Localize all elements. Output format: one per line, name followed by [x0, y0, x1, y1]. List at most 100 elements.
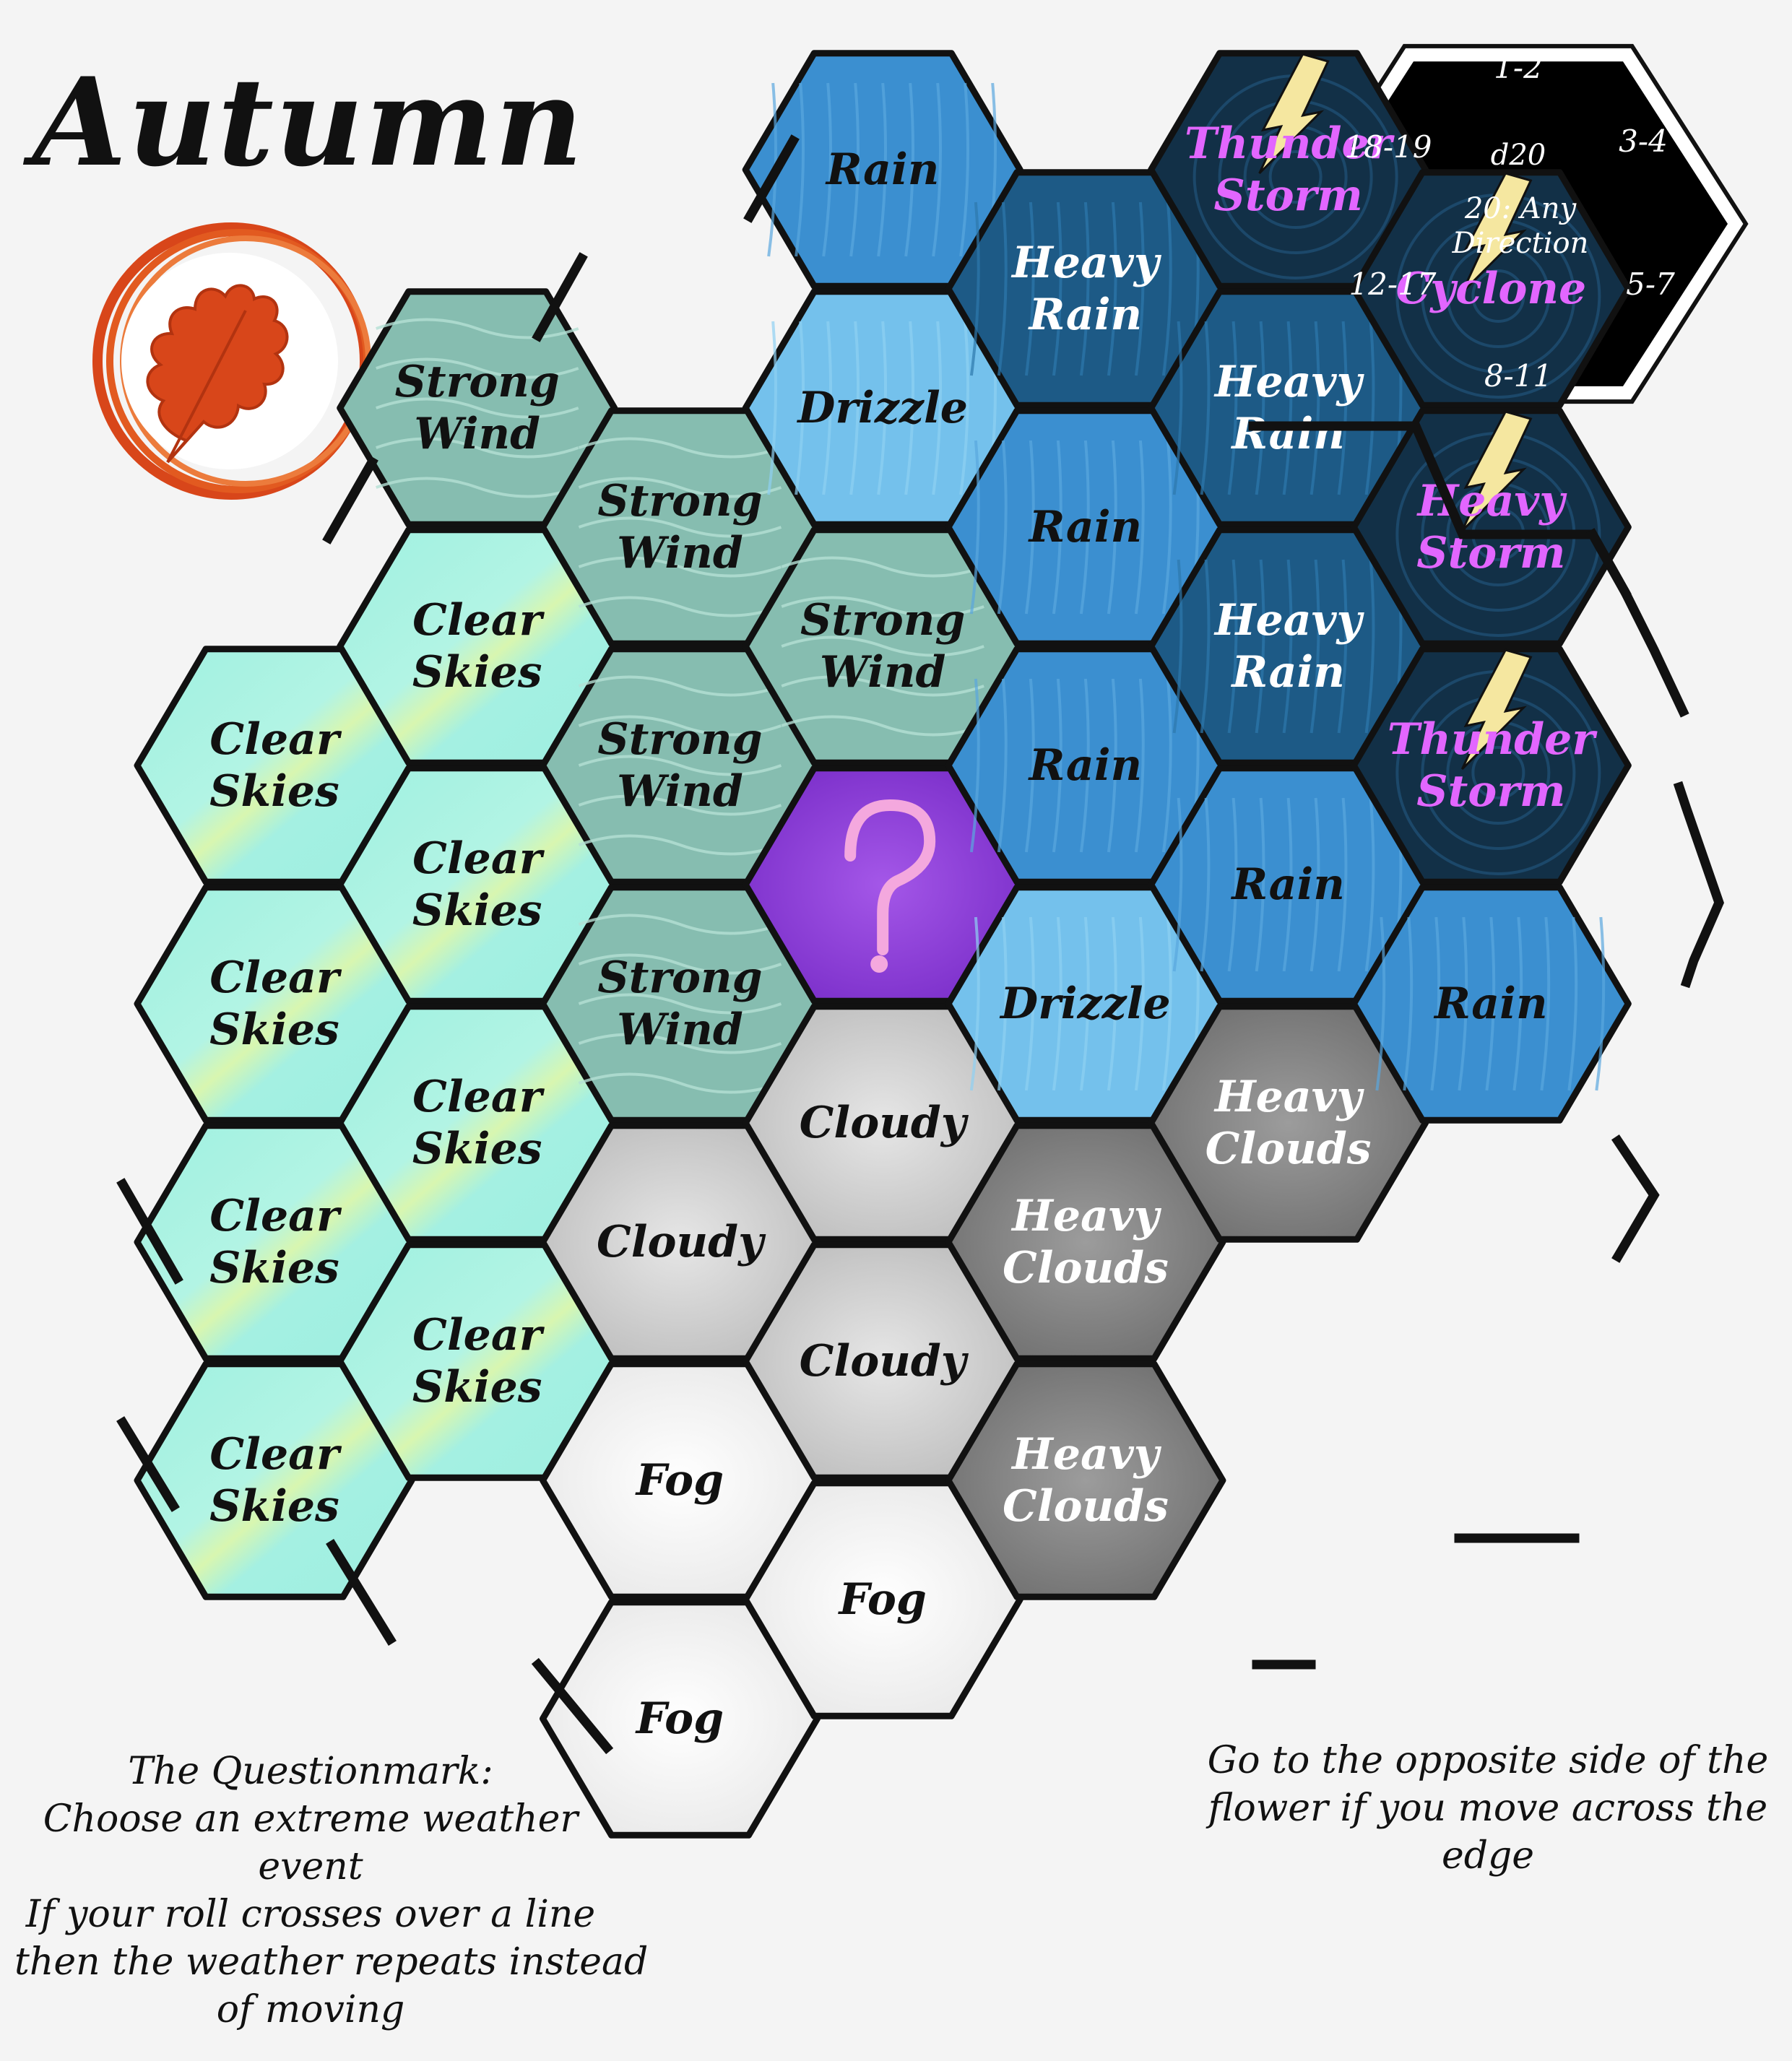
- hex-label: Clear: [209, 714, 342, 765]
- compass-lower-right-label: 5-7: [1626, 266, 1675, 302]
- compass-bottom-label: 8-11: [1484, 358, 1552, 394]
- hex-label: Fog: [635, 1693, 724, 1744]
- edge-line: [1673, 781, 1724, 989]
- note-line: Go to the opposite side of the: [1207, 1739, 1769, 1782]
- hex-label: Clear: [412, 1310, 545, 1361]
- edge-line: [531, 1657, 614, 1755]
- edge-line: [116, 1416, 180, 1512]
- note-line: edge: [1441, 1834, 1535, 1878]
- oak-leaf-icon: [146, 284, 289, 464]
- note-line: then the weather repeats instead: [14, 1940, 649, 1984]
- hex-label: Skies: [412, 885, 542, 936]
- hex-label: Thunder: [1388, 714, 1598, 765]
- weather-hex-cloudy: Cloudy: [742, 1241, 1023, 1481]
- hex-label: Wind: [820, 647, 946, 698]
- hex-label: Clear: [412, 595, 545, 646]
- note-line: flower if you move across the: [1208, 1787, 1768, 1830]
- edge-line: [1611, 1134, 1660, 1263]
- hex-label: Cloudy: [800, 1336, 969, 1387]
- hex-label: Clouds: [1003, 1243, 1169, 1293]
- hex-label: Rain: [825, 144, 940, 195]
- hex-label: Drizzle: [999, 979, 1171, 1029]
- compass-text: 1-2 3-4 5-7 8-11 12-17 18-19 d20 20: Any…: [1344, 50, 1675, 394]
- hex-label: Skies: [209, 766, 339, 817]
- edge-line: [532, 252, 588, 342]
- hex-label: Rain: [1230, 859, 1345, 910]
- hex-label: Skies: [209, 1481, 339, 1532]
- compass-die-label: d20: [1491, 139, 1546, 172]
- hex-label: Clear: [209, 953, 342, 1003]
- note-line: The Questionmark:: [128, 1750, 493, 1793]
- hex-label: Storm: [1214, 170, 1363, 221]
- hex-label: Rain: [1028, 502, 1143, 552]
- hex-label: Skies: [412, 1362, 542, 1413]
- hex-label: Skies: [209, 1243, 339, 1293]
- hex-label: Fog: [838, 1574, 927, 1625]
- hex-label: Drizzle: [796, 383, 968, 433]
- hex-label: Strong: [395, 357, 560, 407]
- hex-label: Wind: [617, 1005, 743, 1055]
- hex-label: Skies: [209, 1005, 339, 1055]
- season-emblem: [92, 222, 371, 500]
- hex-label: Rain: [1230, 409, 1345, 459]
- note-line: If your roll crosses over a line: [25, 1893, 596, 1936]
- hex-label: Skies: [412, 647, 542, 698]
- edge-wrap-note: Go to the opposite side of the flower if…: [1185, 1737, 1791, 1880]
- weather-hex-fog: Fog: [540, 1599, 821, 1839]
- weather-hex-fog: Fog: [540, 1361, 821, 1600]
- hex-label: Heavy: [1213, 1072, 1365, 1122]
- hex-label: Rain: [1028, 740, 1143, 791]
- hex-label: Clouds: [1003, 1481, 1169, 1532]
- hex-label: Strong: [597, 714, 762, 765]
- hex-label: Thunder: [1185, 118, 1395, 169]
- edge-line: [743, 134, 800, 223]
- hex-label: Clouds: [1206, 1124, 1372, 1174]
- note-line: of moving: [216, 1988, 405, 2031]
- hex-label: Strong: [800, 595, 965, 646]
- compass-center-line2: Direction: [1452, 227, 1589, 260]
- hex-label: Storm: [1416, 766, 1565, 817]
- hex-grid: ClearSkiesClearSkiesClearSkiesClearSkies…: [134, 50, 1632, 1839]
- hex-label: Clear: [412, 833, 545, 884]
- weather-hex-rain: Rain: [1350, 884, 1632, 1124]
- questionmark-note: The Questionmark: Choose an extreme weat…: [14, 1748, 649, 2034]
- compass-top-label: 1-2: [1494, 50, 1543, 85]
- hex-label: Clear: [412, 1072, 545, 1122]
- compass-upper-right-label: 3-4: [1619, 123, 1668, 159]
- compass-center-line1: 20: Any: [1464, 192, 1577, 225]
- compass-upper-left-label: 18-19: [1344, 129, 1432, 165]
- hex-label: Strong: [597, 953, 762, 1003]
- edge-line: [1586, 528, 1632, 599]
- hex-label: Wind: [414, 409, 540, 459]
- hex-label: Wind: [617, 528, 743, 578]
- hex-label: Cloudy: [800, 1098, 969, 1148]
- hex-label: Skies: [412, 1124, 542, 1174]
- hex-label: Clear: [209, 1191, 342, 1241]
- edge-line: [322, 456, 378, 544]
- hex-label: Wind: [617, 766, 743, 817]
- edge-line: [326, 1539, 397, 1646]
- board-edge-lines: [116, 134, 1724, 1755]
- hex-label: Cloudy: [597, 1217, 766, 1267]
- edge-line: [116, 1178, 183, 1285]
- page-title: Autumn: [33, 51, 585, 194]
- hex-label: Heavy: [1010, 238, 1162, 288]
- hex-label: Rain: [1230, 647, 1345, 698]
- hex-label: Rain: [1433, 979, 1548, 1029]
- note-line: event: [258, 1845, 363, 1888]
- compass-lower-left-label: 12-17: [1349, 266, 1436, 302]
- hex-label: Heavy: [1010, 1429, 1162, 1480]
- weather-hex-cloudy: Cloudy: [540, 1122, 821, 1362]
